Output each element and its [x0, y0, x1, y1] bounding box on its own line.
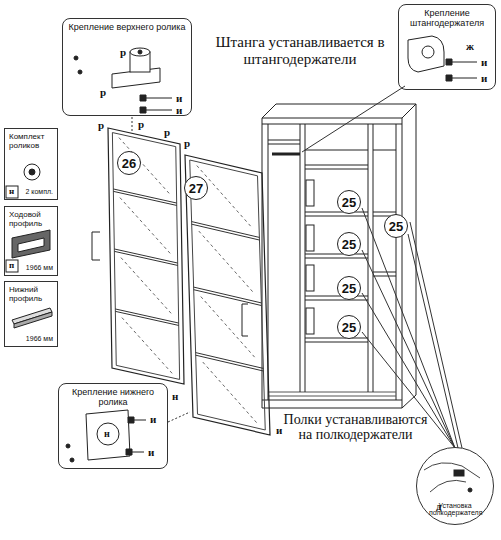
- box-title: Комплект роликов: [9, 132, 53, 150]
- callout-number-text: 25: [342, 320, 356, 335]
- box-title: Крепление нижнего ролика: [63, 387, 163, 408]
- part-letter: р: [100, 86, 106, 98]
- shelf-holder-detail: [424, 463, 480, 492]
- part-letter: р: [120, 46, 126, 58]
- part-letter: и: [148, 446, 154, 458]
- kit-box: Нижний профиль 1966 мм: [4, 281, 58, 347]
- part-letter: н: [9, 187, 14, 197]
- door-panel: [108, 128, 184, 384]
- box-note: 1966 мм: [26, 335, 53, 343]
- callout-number: 25: [337, 276, 361, 300]
- part-letter: и: [481, 56, 487, 68]
- part-letter: ж: [466, 40, 474, 52]
- bottom-roller-detail: [66, 410, 146, 462]
- part-letter: р: [164, 126, 170, 138]
- detail-circle: Установка полкодержателя: [416, 447, 494, 525]
- box-note: 2 компл.: [25, 188, 53, 196]
- box-title: Крепление штангодержателя: [403, 8, 491, 29]
- kit-details: [6, 164, 52, 328]
- callout-number: 25: [337, 232, 361, 256]
- callout-number: 26: [117, 151, 141, 175]
- part-letter: и: [481, 72, 487, 84]
- box-note: 1966 мм: [26, 264, 53, 272]
- door-panel: [185, 155, 270, 435]
- callout-number: 25: [384, 214, 408, 238]
- callout-number-text: 26: [122, 156, 136, 171]
- part-letter: н: [172, 390, 178, 402]
- box-title: Крепление верхнего ролика: [67, 22, 187, 32]
- part-letter: и: [176, 92, 182, 104]
- callout-number-text: 27: [189, 181, 203, 196]
- callout-number-text: 25: [389, 219, 403, 234]
- part-letter: р: [184, 137, 190, 149]
- callout-number-text: 25: [342, 281, 356, 296]
- part-letter: п: [9, 261, 14, 271]
- note-text: Штанга устанавливается в штангодержатели: [205, 34, 395, 67]
- box-title: Ходовой профиль: [9, 210, 53, 228]
- callout-box: Крепление верхнего ролика: [62, 18, 192, 116]
- part-letter: и: [276, 424, 282, 436]
- part-letter: н: [104, 428, 110, 439]
- part-letter: р: [98, 119, 104, 131]
- callout-number-text: 25: [342, 237, 356, 252]
- wardrobe-body: [262, 104, 416, 408]
- note-text: Полки устанавливаются на полкодержатели: [283, 412, 428, 443]
- callout-number-text: 25: [342, 195, 356, 210]
- part-letter: и: [150, 413, 156, 425]
- rod-holder-detail: [408, 36, 477, 81]
- callout-number: 27: [184, 176, 208, 200]
- box-title: Нижний профиль: [9, 285, 53, 303]
- part-letter: и: [176, 104, 182, 116]
- part-letter: р: [138, 118, 144, 130]
- callout-number: 25: [337, 190, 361, 214]
- callout-number: 25: [337, 315, 361, 339]
- part-letter: д: [436, 500, 442, 512]
